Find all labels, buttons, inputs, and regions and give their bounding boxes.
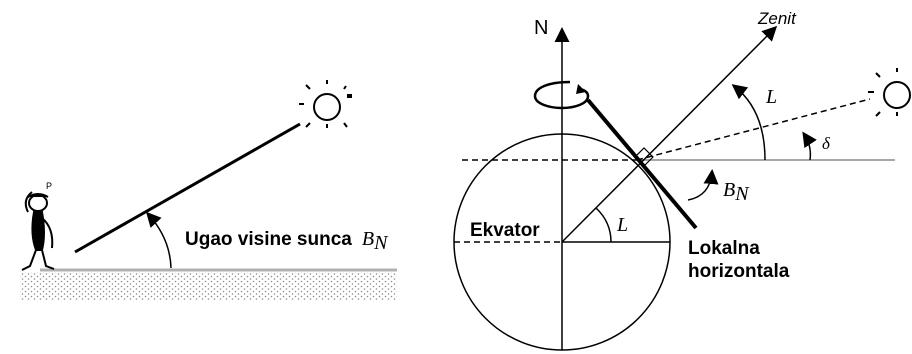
latitude-angle-arc-lower [595, 207, 612, 243]
left-panel: P Ugao visine sunca BN [20, 80, 397, 300]
horizon-label-line2: horizontala [688, 261, 790, 282]
altitude-angle-arc [145, 211, 172, 269]
right-panel: N Ekvator Zenit [453, 9, 911, 351]
svg-text:P: P [46, 181, 52, 191]
local-horizon-plane [586, 98, 698, 230]
altitude-label-right: BN [723, 179, 750, 205]
horizon-label-line1: Lokalna [688, 238, 760, 259]
ground [20, 272, 397, 300]
latitude-label-lower: L [616, 214, 628, 236]
sun-icon-right [868, 68, 911, 117]
sun-icon [299, 80, 352, 128]
rotation-arrow [533, 80, 590, 110]
latitude-label-upper: L [765, 86, 777, 108]
zenith-label: Zenit [757, 9, 797, 28]
equator-label: Ekvator [470, 220, 540, 241]
altitude-angle-label: Ugao visine sunca BN [185, 228, 389, 254]
observer-figure: P [21, 181, 55, 271]
latitude-angle-arc-upper [731, 84, 766, 161]
north-label: N [534, 17, 548, 39]
declination-label: δ [822, 134, 831, 153]
sun-ray [74, 122, 301, 254]
sun-ray-dashed [636, 98, 871, 161]
zenith-line [561, 25, 778, 243]
right-angle-marker [634, 147, 654, 167]
altitude-angle-arc-right [687, 169, 719, 201]
declination-arc [802, 131, 817, 161]
